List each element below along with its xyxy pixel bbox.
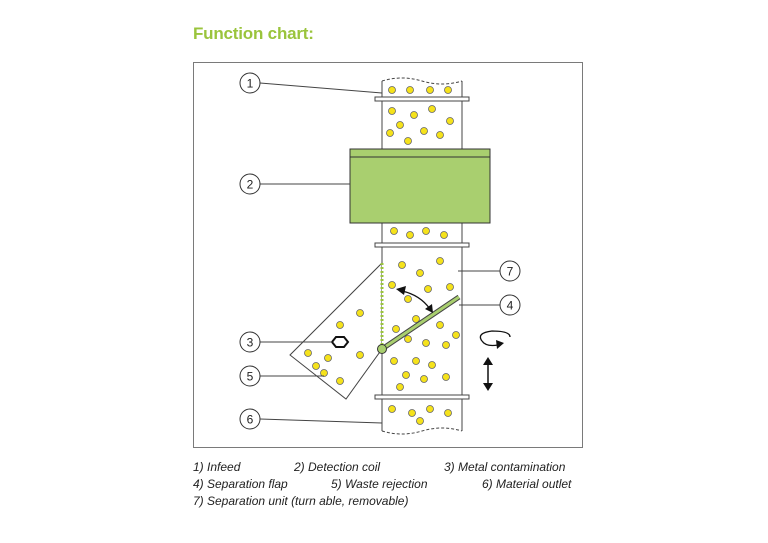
rotation-arrow	[479, 330, 511, 349]
legend-item-infeed: 1) Infeed	[193, 460, 241, 474]
svg-text:1: 1	[247, 77, 254, 91]
legend-row-3: 7) Separation unit (turn able, removable…	[193, 493, 593, 510]
legend-item-detection-coil: 2) Detection coil	[294, 460, 381, 474]
legend-item-separation-flap: 4) Separation flap	[193, 477, 288, 491]
waste-rejection-chute	[289, 261, 383, 400]
svg-text:4: 4	[507, 299, 514, 313]
metal-contamination-icon	[330, 336, 350, 348]
svg-text:3: 3	[247, 336, 254, 350]
separation-flap	[377, 263, 461, 354]
function-diagram: 1 2 3 4 5 6 7	[193, 62, 583, 448]
chart-title: Function chart:	[193, 24, 314, 43]
callout-5: 5	[239, 365, 261, 387]
product-particles	[386, 86, 460, 425]
legend-row-1: 1) Infeed 2) Detection coil 3) Metal con…	[193, 459, 593, 476]
legend-item-waste-rejection: 5) Waste rejection	[331, 477, 428, 491]
callout-6: 6	[239, 408, 261, 430]
product-pipe	[381, 77, 463, 435]
svg-text:2: 2	[247, 178, 254, 192]
legend-item-separation-unit: 7) Separation unit (turn able, removable…	[193, 494, 409, 508]
legend-item-metal-contamination: 3) Metal contamination	[444, 460, 566, 474]
callout-1: 1	[239, 72, 261, 94]
legend-item-material-outlet: 6) Material outlet	[482, 477, 572, 491]
svg-text:7: 7	[507, 265, 514, 279]
callout-7: 7	[499, 260, 521, 282]
flap-swing-arrow	[396, 286, 433, 313]
svg-text:5: 5	[247, 370, 254, 384]
detection-coil	[349, 148, 491, 224]
removable-arrow	[483, 357, 493, 391]
svg-text:6: 6	[247, 413, 254, 427]
diagram-svg: 1 2 3 4 5 6 7	[239, 72, 521, 435]
clamp-rings	[374, 96, 470, 400]
legend-row-2: 4) Separation flap 5) Waste rejection 6)…	[193, 476, 593, 493]
legend: 1) Infeed 2) Detection coil 3) Metal con…	[193, 459, 593, 510]
callout-2: 2	[239, 173, 261, 195]
callout-lines	[259, 82, 500, 424]
callout-4: 4	[499, 294, 521, 316]
callout-3: 3	[239, 331, 261, 353]
